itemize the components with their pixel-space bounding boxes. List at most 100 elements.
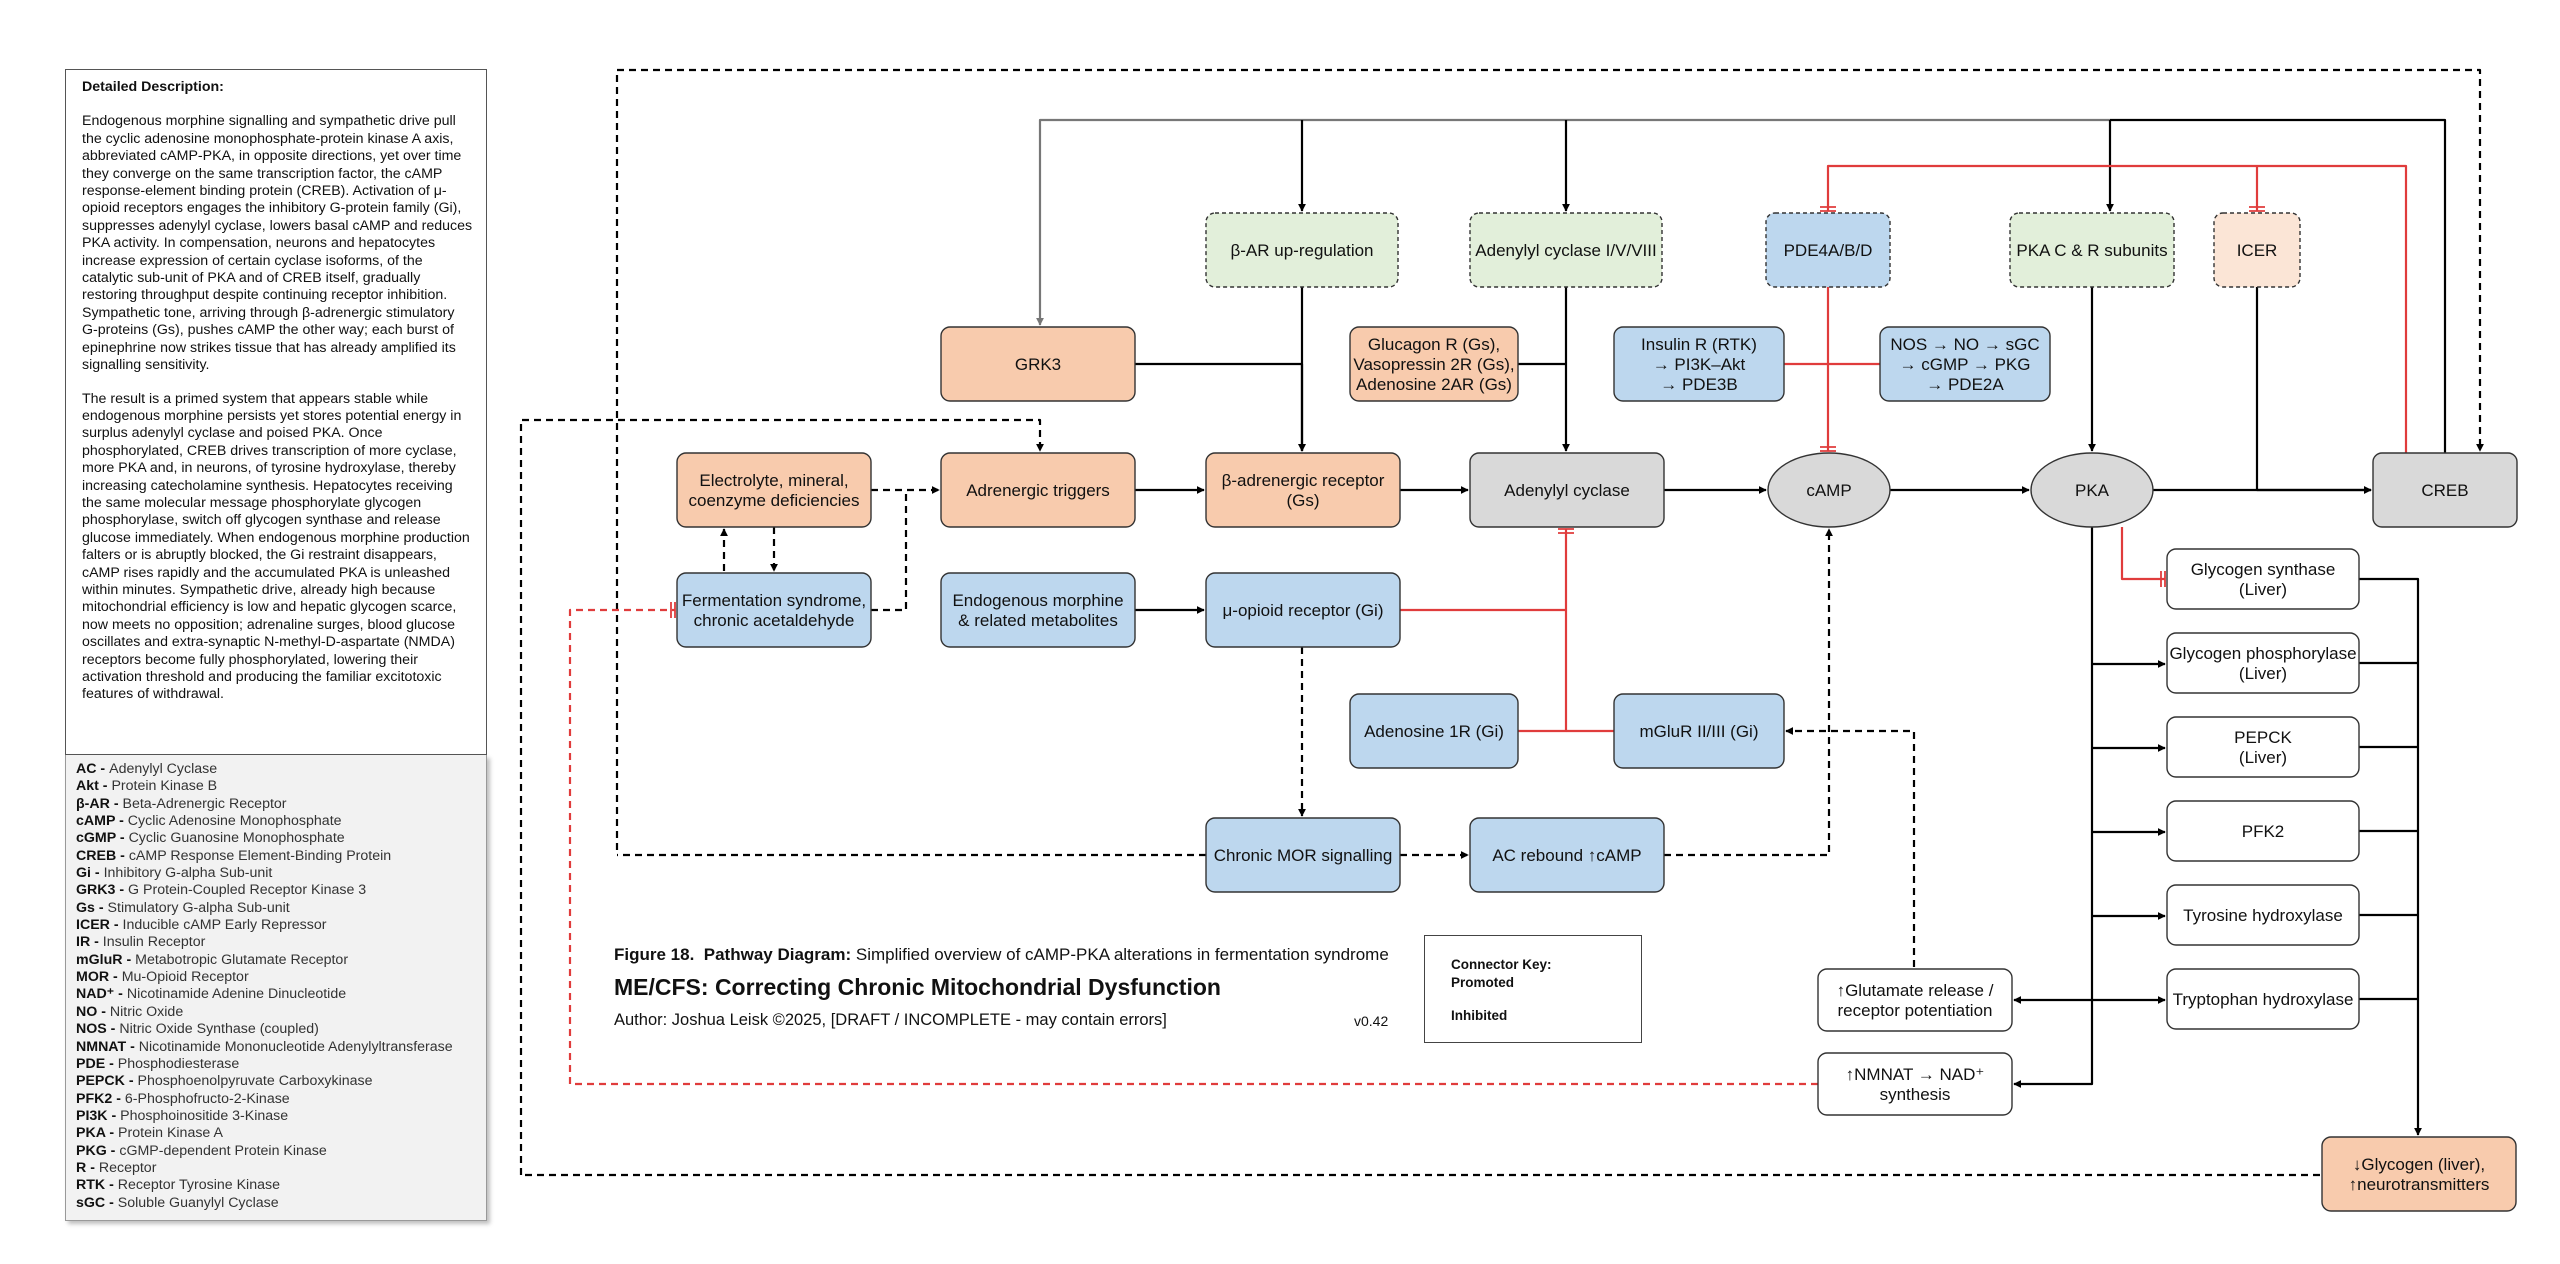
trp-label-line: Tryptophan hydroxylase (2173, 990, 2354, 1009)
grk3-label-line: GRK3 (1015, 355, 1061, 374)
node-glut: ↑Glutamate release /receptor potentiatio… (1817, 968, 2013, 1032)
abbreviation-term: MOR - (76, 969, 122, 986)
node-ac: Adenylyl cyclase (1469, 452, 1665, 528)
abbreviation-term: PKA - (76, 1125, 119, 1142)
node-box (2166, 884, 2360, 946)
abbreviation-term: cAMP - (76, 813, 128, 830)
abbreviation-item: NOS - Nitric Oxide Synthase (coupled) (76, 1021, 476, 1038)
abbreviation-item: β-AR - Beta-Adrenergic Receptor (76, 796, 476, 813)
key-title: Connector Key: (1451, 957, 1552, 972)
description-paragraph-2: The result is a primed system that appea… (82, 390, 470, 703)
node-tyr: Tyrosine hydroxylase (2166, 884, 2360, 946)
ac_isoforms-label-line: Adenylyl cyclase I/V/VIII (1475, 241, 1656, 260)
abbreviation-item: PEPCK - Phosphoenolpyruvate Carboxykinas… (76, 1073, 476, 1090)
node-box (1205, 572, 1401, 648)
abbreviation-item: PDE - Phosphodiesterase (76, 1056, 476, 1073)
node-box (1469, 452, 1665, 528)
abbreviation-term: Gs - (76, 899, 108, 916)
abbreviation-definition: Nicotinamide Adenine Dinucleotide (126, 986, 347, 1003)
node-ac-isoforms: Adenylyl cyclase I/V/VIII (1469, 212, 1663, 288)
gphos-label-line: Glycogen phosphorylase (2169, 644, 2356, 663)
node-chronic-mor: Chronic MOR signalling (1205, 817, 1401, 893)
node-ac-rebound: AC rebound ↑cAMP (1469, 817, 1665, 893)
abbreviation-definition: Receptor Tyrosine Kinase (117, 1177, 280, 1194)
node-mor: μ-opioid receptor (Gi) (1205, 572, 1401, 648)
abbreviation-term: PDE - (76, 1055, 118, 1072)
figure-type: Pathway Diagram: (703, 945, 852, 964)
abbreviation-item: PKA - Protein Kinase A (76, 1125, 476, 1142)
abbreviation-definition: Stimulatory G-alpha Sub-unit (107, 899, 290, 916)
node-fermentation: Fermentation syndrome,chronic acetaldehy… (676, 572, 872, 648)
abbreviation-definition: G Protein-Coupled Receptor Kinase 3 (128, 882, 367, 899)
abbreviation-item: Gi - Inhibitory G-alpha Sub-unit (76, 865, 476, 882)
abbreviation-item: GRK3 - G Protein-Coupled Receptor Kinase… (76, 882, 476, 899)
glut-label-line: receptor potentiation (1838, 1001, 1993, 1020)
abbreviation-item: CREB - cAMP Response Element-Binding Pro… (76, 848, 476, 865)
mglur-label-line: mGluR II/III (Gi) (1640, 722, 1759, 741)
pde4-label-line: PDE4A/B/D (1784, 241, 1873, 260)
abbreviation-definition: Receptor (98, 1159, 157, 1176)
abbreviation-definition: Inducible cAMP Early Repressor (122, 917, 327, 934)
key-inhibited-label: Inhibited (1451, 1008, 1508, 1023)
node-box (676, 452, 872, 528)
electrolyte-label-line: Electrolyte, mineral, (699, 471, 848, 490)
tyr-label-line: Tyrosine hydroxylase (2183, 906, 2343, 925)
node-box (1205, 452, 1401, 528)
bar-label-line: β-adrenergic receptor (1222, 471, 1385, 490)
pepck-label-line: PEPCK (2234, 728, 2292, 747)
abbreviation-definition: cGMP-dependent Protein Kinase (119, 1142, 327, 1159)
abbreviation-term: NO - (76, 1003, 110, 1020)
glycogen-label-line: ↑neurotransmitters (2349, 1175, 2490, 1194)
node-box (940, 452, 1136, 528)
chronic_mor-label-line: Chronic MOR signalling (1214, 846, 1393, 865)
node-pka-sub: PKA C & R subunits (2009, 212, 2175, 288)
abbreviation-definition: Insulin Receptor (102, 934, 206, 951)
node-box (940, 326, 1136, 402)
abbreviation-item: sGC - Soluble Guanylyl Cyclase (76, 1195, 476, 1212)
node-box (2372, 452, 2518, 528)
inhibited-connector (1518, 610, 1568, 733)
abbreviation-term: RTK - (76, 1177, 118, 1194)
abbreviation-definition: cAMP Response Element-Binding Protein (128, 847, 392, 864)
author-line: Author: Joshua Leisk ©2025, [DRAFT / INC… (614, 1011, 1394, 1030)
gsyn-label-line: (Liver) (2239, 580, 2287, 599)
abbreviation-definition: Phosphoenolpyruvate Carboxykinase (137, 1073, 373, 1090)
inhibited-connector (2120, 527, 2166, 587)
detailed-description-box: Detailed Description: Endogenous morphin… (65, 69, 487, 755)
aden1-label-line: Adenosine 1R (Gi) (1364, 722, 1504, 741)
figure-label: Figure 18. (614, 945, 695, 964)
left-panel: Detailed Description: Endogenous morphin… (65, 69, 487, 1221)
version-label: v0.42 (1354, 1013, 1389, 1029)
nmnat-label-line: ↑NMNAT → NAD⁺ (1846, 1065, 1985, 1084)
abbreviation-term: PEPCK - (76, 1073, 138, 1090)
figure-line: Figure 18. Pathway Diagram: Simplified o… (614, 945, 1394, 965)
node-box (2166, 716, 2360, 778)
node-icer: ICER (2213, 212, 2301, 288)
abbreviation-item: MOR - Mu-Opioid Receptor (76, 969, 476, 986)
promoted-connector (871, 490, 908, 612)
abbreviation-item: AC - Adenylyl Cyclase (76, 761, 476, 778)
insulin-label-line: → PI3K–Akt (1653, 355, 1746, 374)
abbreviation-term: NAD⁺ - (76, 986, 127, 1003)
endomorphine-label-line: Endogenous morphine (952, 591, 1123, 610)
abbreviation-definition: Beta-Adrenergic Receptor (122, 795, 287, 812)
promoted-connector (1664, 528, 1833, 857)
node-box (2166, 800, 2360, 862)
promoted-connector (1135, 362, 1306, 452)
abbreviation-item: ICER - Inducible cAMP Early Repressor (76, 917, 476, 934)
node-box (676, 572, 872, 648)
abbreviation-term: cGMP - (76, 830, 129, 847)
main-title: ME/CFS: Correcting Chronic Mitochondrial… (614, 974, 1221, 1000)
node-box (2213, 212, 2301, 288)
glucagon-label-line: Vasopressin 2R (Gs), (1353, 355, 1514, 374)
node-gsyn: Glycogen synthase(Liver) (2166, 548, 2360, 610)
connector-key: Connector Key: Promoted Inhibited (1424, 935, 1642, 1043)
abbreviation-item: Gs - Stimulatory G-alpha Sub-unit (76, 900, 476, 917)
description-paragraph-1: Endogenous morphine signalling and sympa… (82, 113, 473, 374)
node-box (1879, 326, 2051, 402)
insulin-label-line: → PDE3B (1660, 375, 1737, 394)
abbreviation-term: IR - (76, 934, 103, 951)
node-pfk2: PFK2 (2166, 800, 2360, 862)
abbreviation-item: mGluR - Metabotropic Glutamate Receptor (76, 952, 476, 969)
